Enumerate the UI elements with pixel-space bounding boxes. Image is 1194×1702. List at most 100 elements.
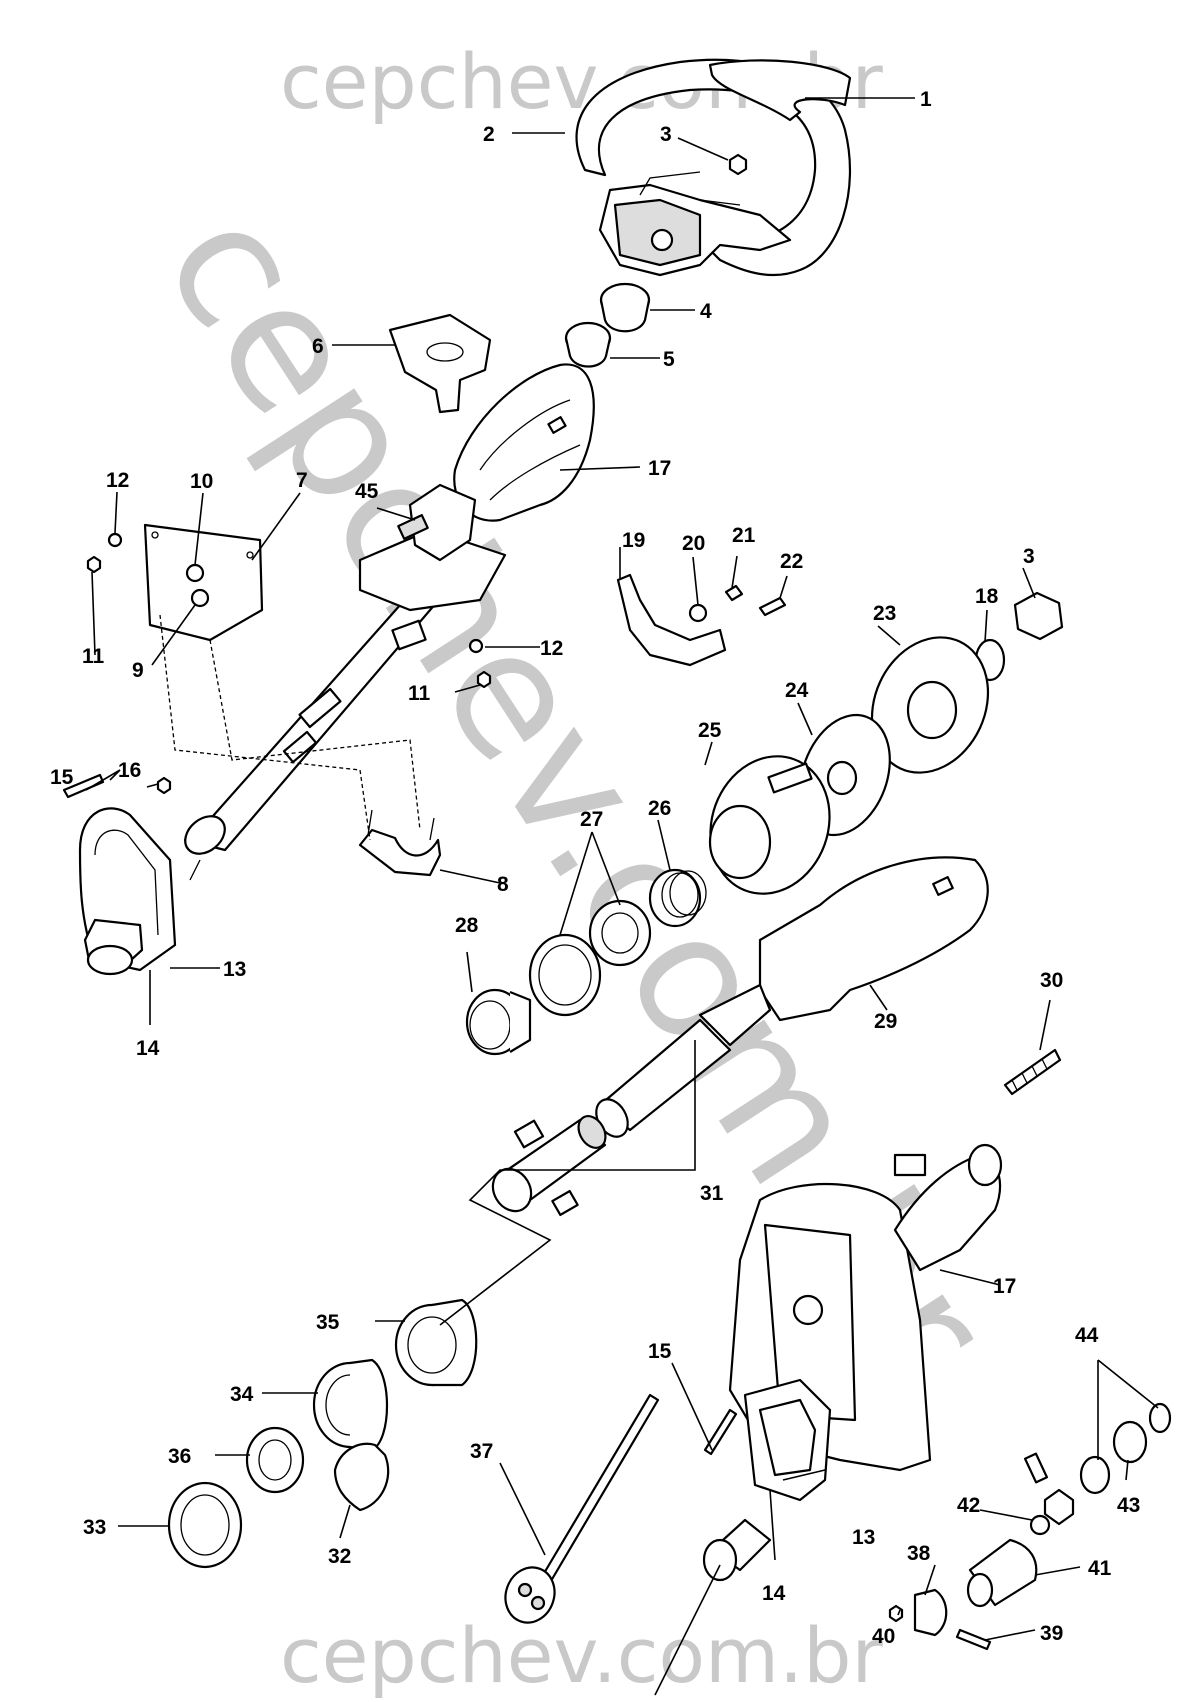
nut-11b: [476, 670, 492, 689]
callout-28: 28: [455, 914, 479, 937]
callout-32: 32: [328, 1545, 351, 1568]
snap-ring-32: [333, 1442, 390, 1512]
callout-21: 21: [732, 524, 756, 547]
callout-41: 41: [1088, 1557, 1112, 1580]
lower-shaft-coupler: [702, 1518, 772, 1582]
screw-39: [955, 1628, 992, 1651]
callout-3-top: 3: [660, 123, 672, 146]
callout-15-bottom: 15: [648, 1340, 672, 1363]
callout-3-right: 3: [1023, 545, 1035, 568]
steering-nut-top: [728, 153, 748, 176]
boot-seal-lower: [743, 1378, 832, 1502]
nut-11a: [86, 555, 102, 574]
screw-15a: [62, 773, 105, 799]
callout-13-left: 13: [223, 958, 246, 981]
callout-9: 9: [132, 659, 144, 682]
callout-14-left: 14: [136, 1037, 160, 1060]
cam-part: [1023, 1452, 1075, 1526]
callout-27: 27: [580, 808, 603, 831]
switch-housing: [358, 483, 507, 651]
callout-45: 45: [355, 480, 379, 503]
shaft-31: [491, 983, 772, 1217]
spring-26: [648, 868, 707, 928]
callout-23: 23: [873, 602, 896, 625]
callout-8: 8: [497, 873, 509, 896]
watermark-bottom: cepchev.com.br: [280, 1611, 883, 1700]
callout-6: 6: [312, 335, 324, 358]
boot-seal-left: [78, 807, 177, 976]
washer-44a: [1079, 1455, 1111, 1495]
ring-27a: [588, 899, 652, 967]
bracket-19: [616, 573, 787, 667]
bushing-4: [599, 282, 651, 333]
callout-1: 1: [920, 88, 932, 111]
callout-39: 39: [1040, 1622, 1063, 1645]
callout-37: 37: [470, 1440, 493, 1463]
bushing-28: [465, 988, 532, 1056]
callout-26: 26: [648, 797, 671, 820]
callout-35: 35: [316, 1311, 340, 1334]
callout-4: 4: [700, 300, 712, 323]
callout-33: 33: [83, 1516, 106, 1539]
bearing-housing-25: [708, 755, 831, 895]
callout-36: 36: [168, 1445, 191, 1468]
screw-15b: [703, 1408, 738, 1456]
nut-3-right: [1013, 591, 1064, 641]
callout-18: 18: [975, 585, 999, 608]
callout-17-top: 17: [648, 457, 671, 480]
cap-43: [1112, 1420, 1148, 1464]
callout-24: 24: [785, 679, 809, 702]
callout-29: 29: [874, 1010, 897, 1033]
callout-30: 30: [1040, 969, 1063, 992]
spring-30: [1003, 1048, 1062, 1096]
switch-41: [966, 1538, 1038, 1608]
callout-12-right: 12: [540, 637, 563, 660]
tube-clip: [298, 687, 342, 729]
callout-19: 19: [622, 529, 645, 552]
nut-16: [156, 776, 172, 795]
bushing-34: [312, 1358, 388, 1452]
nut-40: [888, 1604, 904, 1623]
callout-11-right: 11: [408, 682, 431, 705]
callout-7: 7: [296, 469, 308, 492]
callout-13-bottom: 13: [852, 1526, 875, 1549]
callout-14-bottom: 14: [762, 1582, 786, 1605]
callout-31: 31: [700, 1182, 724, 1205]
callout-labels: 1 2 3 4 5 6 17 12 10 7 45 11 9 12 11 15 …: [50, 88, 1140, 1648]
horn-pad: [708, 59, 852, 122]
washer-12a: [107, 532, 123, 548]
callout-17-bottom: 17: [993, 1275, 1016, 1298]
steering-shaft-37: [504, 1393, 660, 1624]
bushing-35: [394, 1298, 478, 1387]
callout-34: 34: [230, 1383, 254, 1406]
callout-22: 22: [780, 550, 803, 573]
upper-bracket: [388, 313, 492, 414]
callout-5: 5: [663, 348, 675, 371]
callout-16: 16: [118, 759, 141, 782]
shroud-29: [758, 856, 989, 1022]
callout-25: 25: [698, 719, 722, 742]
callout-43: 43: [1117, 1494, 1140, 1517]
upper-shroud-lower-view: [893, 1143, 1003, 1272]
ring-44b: [1148, 1402, 1172, 1434]
seal-33: [167, 1481, 243, 1569]
callout-2: 2: [483, 123, 495, 146]
clamp-38: [913, 1588, 948, 1637]
callout-11-left: 11: [82, 645, 105, 668]
mounting-plate: [143, 523, 264, 642]
leader-lines: [85, 97, 1159, 1696]
cancel-cam-23: [870, 636, 990, 774]
callout-10: 10: [190, 470, 213, 493]
callout-40: 40: [872, 1625, 895, 1648]
callout-15-left: 15: [50, 766, 74, 789]
callout-20: 20: [682, 532, 705, 555]
callout-38: 38: [907, 1542, 931, 1565]
steering-wheel: [575, 58, 852, 277]
callout-44: 44: [1075, 1324, 1099, 1347]
upper-shroud: [453, 363, 595, 522]
washer-12b: [468, 638, 484, 654]
lower-clamp: [358, 828, 442, 877]
washer-42: [1029, 1514, 1051, 1536]
callout-12-left: 12: [106, 469, 129, 492]
